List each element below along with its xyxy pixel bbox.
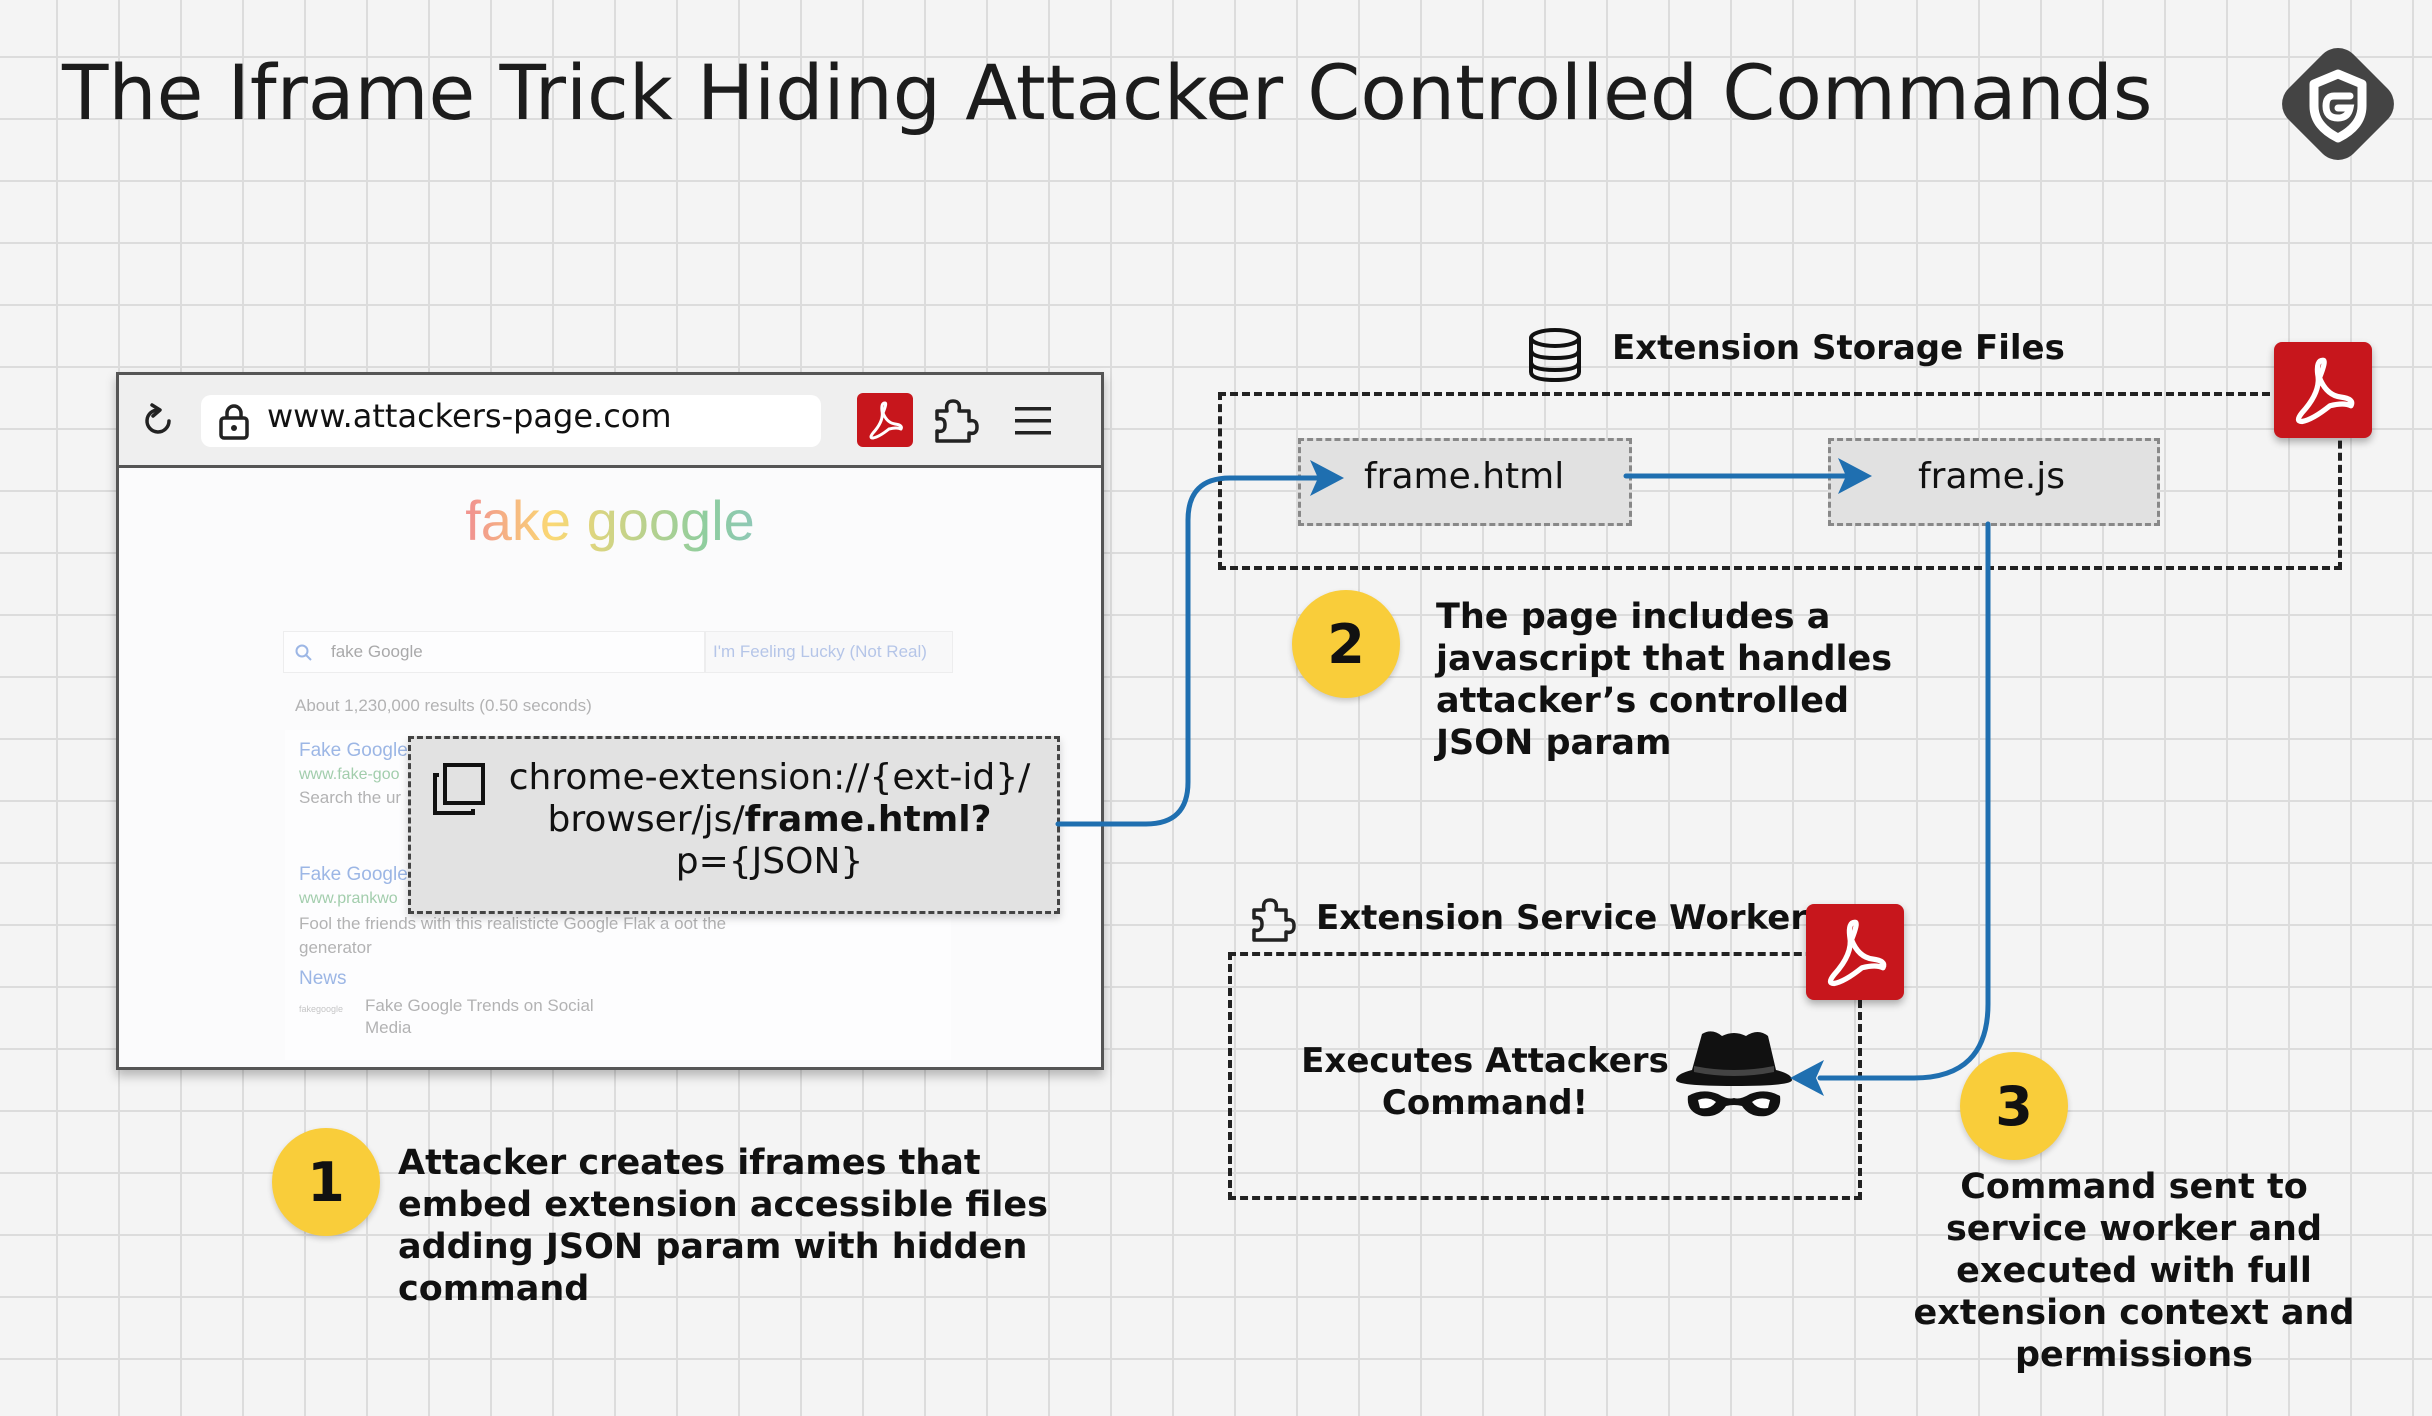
result-snippet-continuation: generator [299, 938, 372, 957]
step-3-description: Command sent to service worker and execu… [1904, 1166, 2364, 1376]
command-line: Command! [1381, 1083, 1589, 1123]
step-2-line: JSON param [1436, 723, 1672, 763]
hacker-icon [1676, 1031, 1792, 1117]
step-2-line: javascript that handles [1436, 639, 1893, 679]
step-1-line: adding JSON param with hidden [398, 1227, 1028, 1267]
result-title[interactable]: Fake Google [299, 864, 408, 885]
lock-icon [219, 404, 249, 440]
result-url: www.prankwo [299, 890, 398, 907]
step-3-line: service worker and [1945, 1209, 2323, 1249]
iframe-url-query-mark: ? [970, 799, 992, 840]
iframe-url-path: browser/js/ [547, 799, 745, 840]
lucky-button[interactable] [705, 631, 953, 673]
puzzle-icon [1252, 898, 1296, 942]
step-2-line: The page includes a [1436, 597, 1831, 637]
news-thumbnail: fakegoogle [299, 1004, 344, 1014]
step-1-line: command [398, 1269, 590, 1309]
pdf-extension-badge [1806, 904, 1904, 1000]
frame-js-label: frame.js [1918, 456, 2065, 497]
step-2-line: attacker’s controlled [1436, 681, 1850, 721]
command-line: Executes Attackers [1301, 1041, 1669, 1081]
news-label[interactable]: News [299, 968, 347, 989]
step-1-line: embed extension accessible files [398, 1185, 1048, 1225]
frame-js-box [1828, 438, 2160, 526]
arrow-tooltip-to-frame-html [1055, 475, 1323, 827]
step-3-line: permissions [2015, 1335, 2253, 1375]
brand-logo [2282, 48, 2394, 160]
frame-html-label: frame.html [1364, 456, 1565, 497]
step-3-line: Command sent to [1960, 1167, 2308, 1207]
puzzle-icon[interactable] [929, 395, 981, 447]
url-text[interactable]: www.attackers-page.com [267, 397, 672, 435]
database-icon [1529, 328, 1581, 383]
iframe-url-tooltip: chrome-extension://{ext-id}/ browser/js/… [408, 736, 1060, 914]
address-bar[interactable] [201, 395, 821, 447]
arrowhead [1310, 460, 1344, 496]
pdf-icon [2295, 357, 2355, 425]
iframe-url-line1: chrome-extension://{ext-id}/ [508, 757, 1031, 798]
search-query: fake Google [331, 642, 423, 661]
arrow-frame-js-to-worker [1817, 521, 1991, 1081]
arrowhead [1838, 458, 1872, 494]
step-3-badge: 3 [1960, 1052, 2068, 1160]
news-item-title[interactable]: Fake Google Trends on Social [365, 996, 594, 1015]
step-3-line: executed with full [1956, 1251, 2312, 1291]
iframe-url: chrome-extension://{ext-id}/ browser/js/… [497, 757, 1042, 883]
command-text: Executes Attackers Command! [1300, 1040, 1670, 1124]
pdf-extension-button[interactable] [857, 393, 913, 447]
step-3-line: extension context and [1913, 1293, 2355, 1333]
iframe-url-line3: p={JSON} [675, 841, 864, 882]
lucky-button-label: I'm Feeling Lucky (Not Real) [713, 642, 927, 661]
copy-icon [433, 763, 485, 815]
reload-icon[interactable] [139, 401, 179, 441]
iframe-url-line2: browser/js/frame.html? [497, 799, 1042, 841]
iframe-url-file: frame.html [744, 799, 971, 840]
step-1-badge: 1 [272, 1128, 380, 1236]
arrowhead [1790, 1060, 1824, 1096]
results-stats: About 1,230,000 results (0.50 seconds) [295, 696, 592, 715]
frame-html-box [1298, 438, 1632, 526]
step-2-badge: 2 [1292, 590, 1400, 698]
pdf-extension-badge [2274, 342, 2372, 438]
pdf-icon [1827, 919, 1887, 987]
step-1-line: Attacker creates iframes that [398, 1143, 981, 1183]
search-icon [295, 644, 312, 661]
step-2-description: The page includes a javascript that hand… [1436, 596, 1892, 764]
fake-google-logo: fake google [119, 488, 1101, 553]
search-box[interactable] [283, 631, 705, 673]
news-item-title-cont: Media [365, 1018, 412, 1037]
result-url: www.fake-goo [299, 766, 400, 783]
browser-toolbar: www.attackers-page.com [119, 375, 1101, 468]
result-snippet: Search the ur [299, 788, 402, 807]
menu-icon[interactable] [1013, 405, 1053, 437]
result-snippet: Fool the friends with this realisticte G… [299, 914, 727, 933]
service-worker-label: Extension Service Worker [1316, 898, 1808, 938]
result-title[interactable]: Fake Google [299, 740, 408, 761]
storage-label: Extension Storage Files [1612, 328, 2065, 368]
step-1-description: Attacker creates iframes that embed exte… [398, 1142, 1048, 1310]
page-title: The Iframe Trick Hiding Attacker Control… [62, 48, 2153, 137]
pdf-icon [869, 401, 903, 440]
